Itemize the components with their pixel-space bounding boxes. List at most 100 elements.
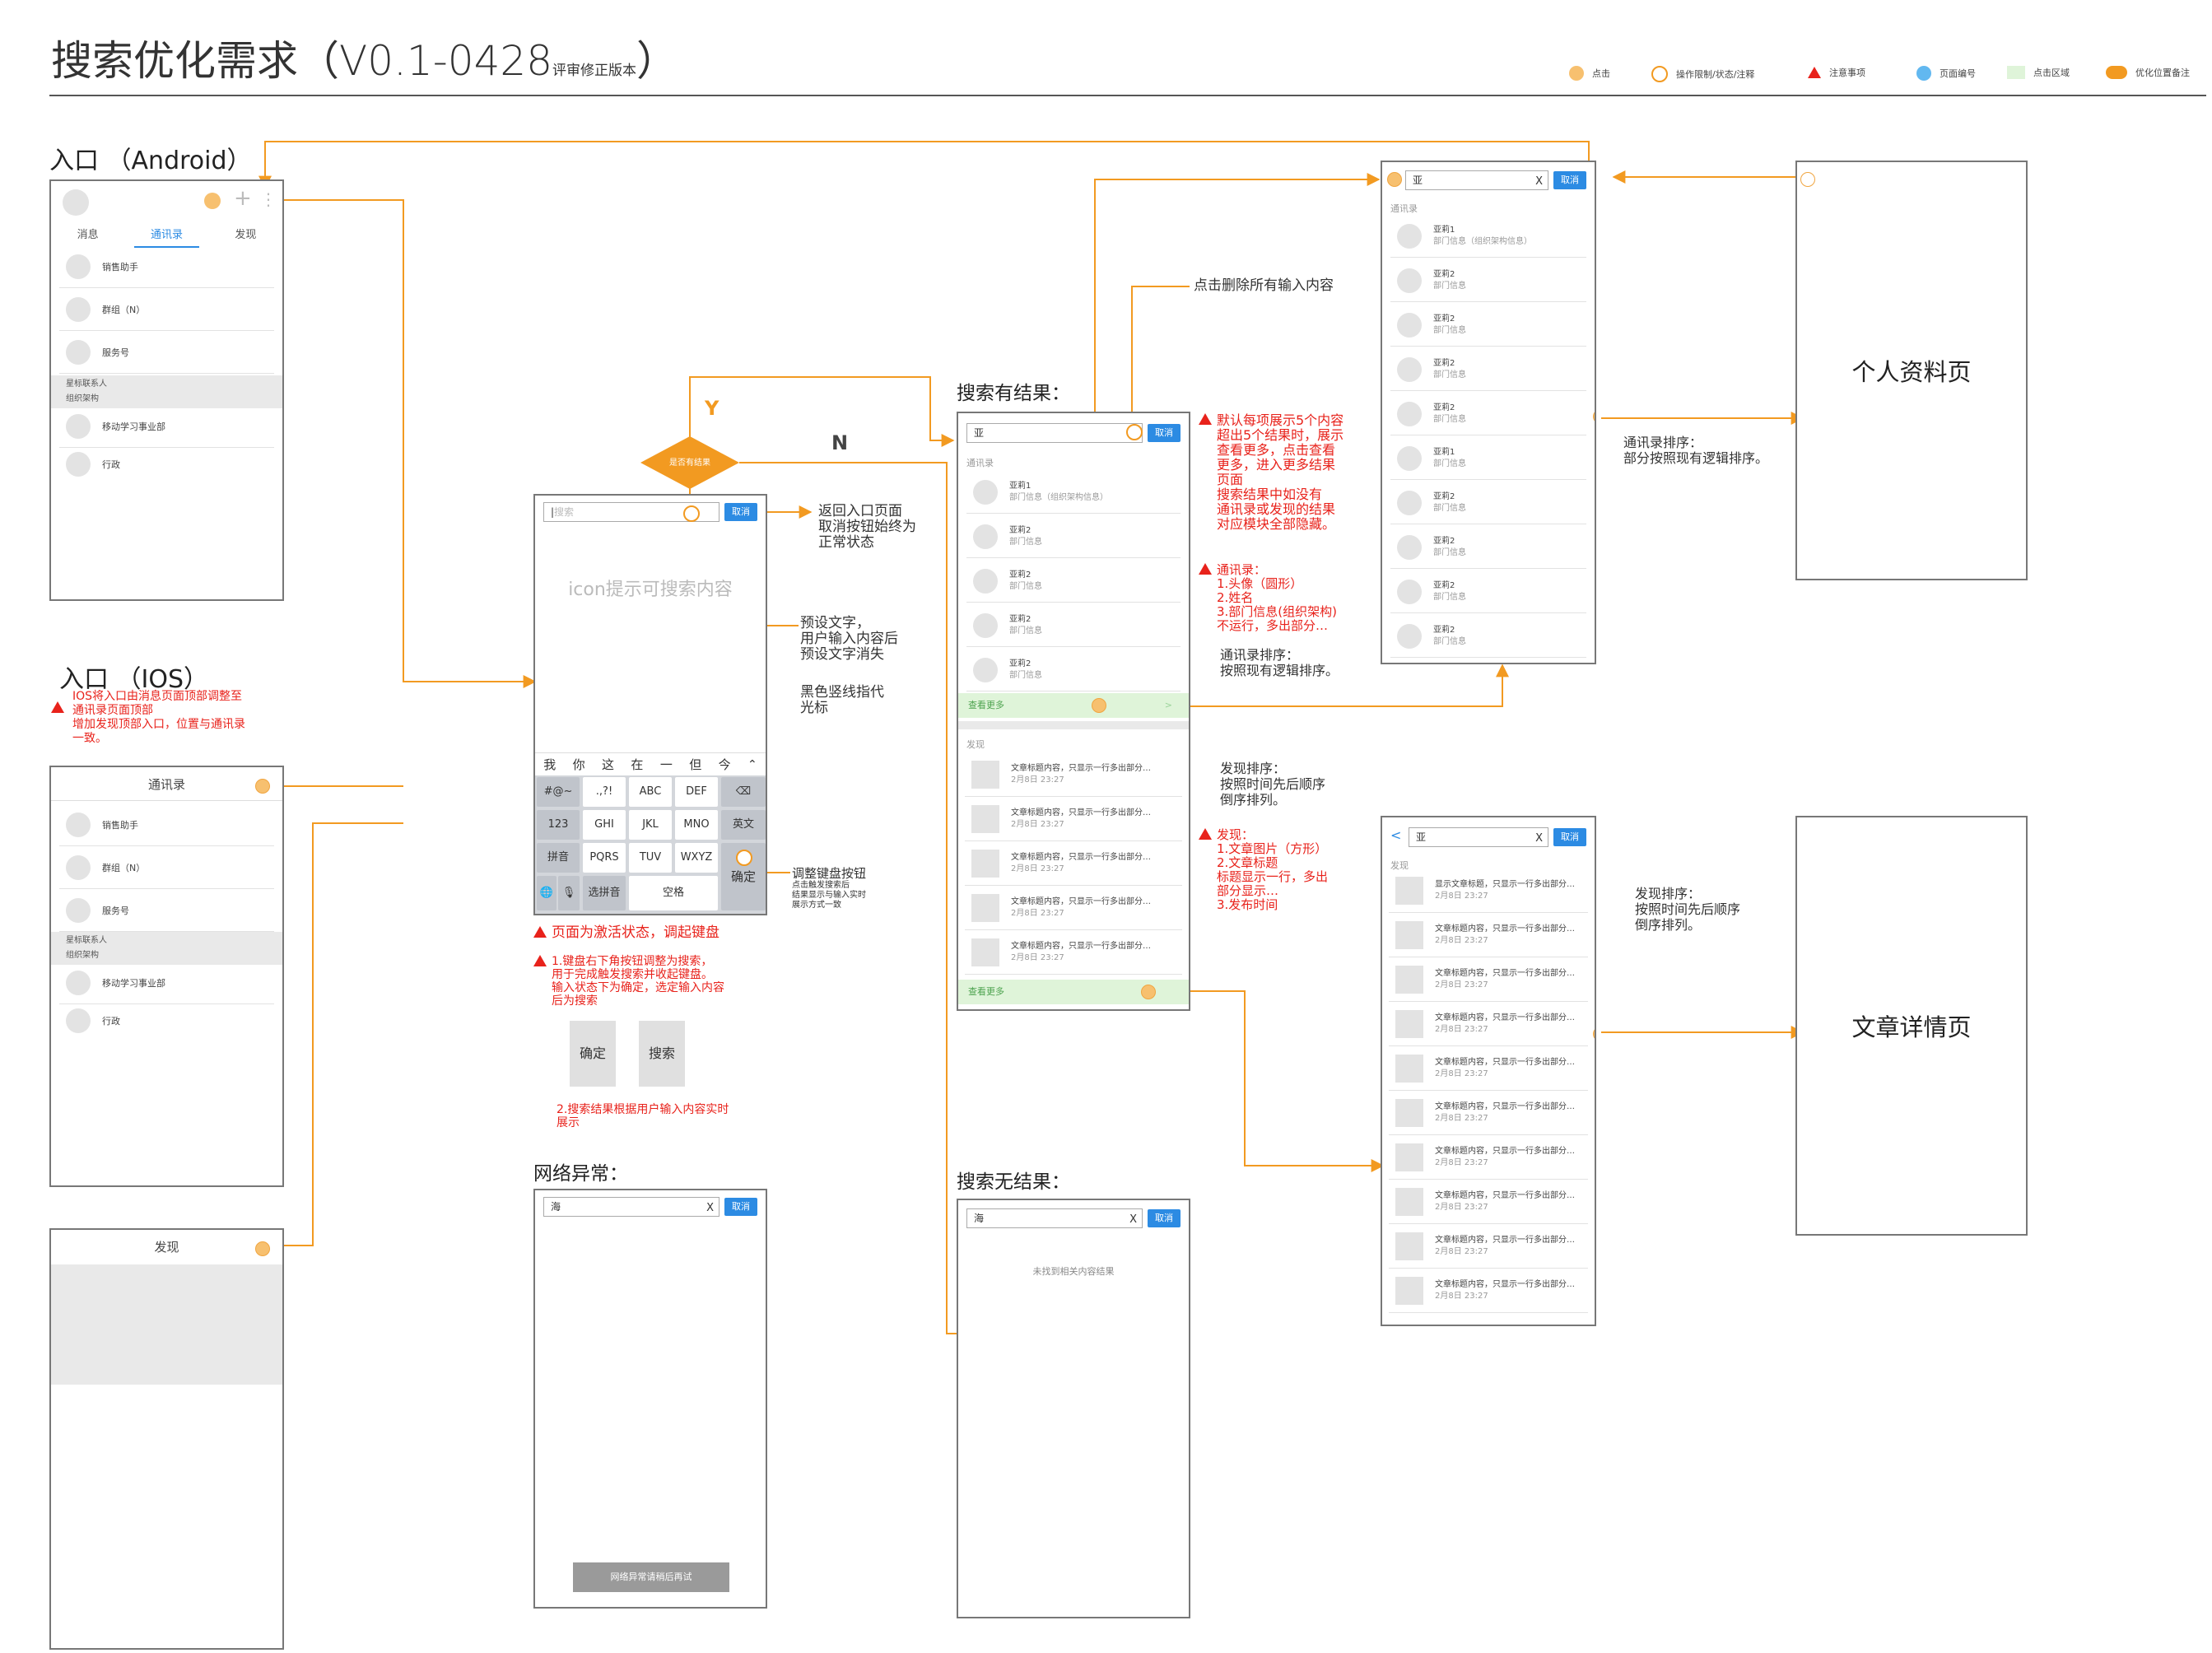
key[interactable]: .,?! xyxy=(583,777,626,807)
key-english[interactable]: 英文 xyxy=(721,810,766,840)
cancel-button[interactable]: 取消 xyxy=(1148,424,1181,442)
key[interactable]: PQRS xyxy=(583,843,626,873)
key-space[interactable]: 空格 xyxy=(629,876,718,910)
list-item[interactable]: 销售助手 xyxy=(59,245,274,288)
article-row[interactable]: 文章标题内容，只显示一行多出部分…2月8日 23:27 xyxy=(1389,1002,1588,1046)
android-avatar[interactable] xyxy=(63,189,89,216)
key[interactable]: TUV xyxy=(629,843,672,873)
search-icon[interactable] xyxy=(255,779,270,794)
cancel-button[interactable]: 取消 xyxy=(724,1198,757,1216)
suggest-item[interactable]: 你 xyxy=(572,757,585,772)
suggest-item[interactable]: 今 xyxy=(718,757,731,772)
list-item[interactable]: 行政 xyxy=(59,999,274,1042)
key[interactable]: 拼音 xyxy=(537,843,580,873)
tab-messages[interactable]: 消息 xyxy=(77,229,99,241)
article-row[interactable]: 文章标题内容，只显示一行多出部分…2月8日 23:27 xyxy=(965,752,1182,797)
tab-discover[interactable]: 发现 xyxy=(235,229,257,241)
search-input[interactable]: |搜索 xyxy=(543,502,719,522)
article-row[interactable]: 文章标题内容，只显示一行多出部分…2月8日 23:27 xyxy=(965,797,1182,841)
search-icon[interactable] xyxy=(204,193,221,209)
suggest-item[interactable]: 但 xyxy=(689,757,702,772)
list-item[interactable]: 移动学习事业部 xyxy=(59,962,274,1004)
tab-contacts[interactable]: 通讯录 xyxy=(133,221,199,248)
article-row[interactable]: 文章标题内容，只显示一行多出部分…2月8日 23:27 xyxy=(1389,1135,1588,1180)
back-icon[interactable] xyxy=(1387,172,1402,187)
cancel-button[interactable]: 取消 xyxy=(1148,1209,1181,1227)
key[interactable]: 123 xyxy=(537,810,580,840)
list-item[interactable]: 行政 xyxy=(59,443,274,486)
plus-icon[interactable]: + xyxy=(234,186,252,211)
key[interactable]: DEF xyxy=(675,777,718,807)
key[interactable]: MNO xyxy=(675,810,718,840)
article-row[interactable]: 文章标题内容，只显示一行多出部分…2月8日 23:27 xyxy=(1389,957,1588,1002)
clear-icon[interactable]: X xyxy=(1535,175,1543,188)
article-row[interactable]: 文章标题内容，只显示一行多出部分…2月8日 23:27 xyxy=(1389,1224,1588,1269)
clear-icon[interactable]: X xyxy=(1129,1213,1137,1226)
cancel-button[interactable]: 取消 xyxy=(1553,171,1586,189)
results-heading: 搜索有结果： xyxy=(957,383,1070,404)
key[interactable]: #@~ xyxy=(537,777,580,807)
mic-icon[interactable]: 🎙 xyxy=(558,876,580,910)
key-pinyin[interactable]: 选拼音 xyxy=(583,876,626,910)
article-row[interactable]: 文章标题内容，只显示一行多出部分…2月8日 23:27 xyxy=(1389,1269,1588,1313)
clear-icon[interactable]: X xyxy=(706,1202,714,1214)
article-row[interactable]: 文章标题内容，只显示一行多出部分…2月8日 23:27 xyxy=(1389,1180,1588,1224)
chevron-up-icon[interactable]: ⌃ xyxy=(747,757,757,771)
contact-name: 亚莉2 xyxy=(1433,269,1455,279)
list-item[interactable]: 销售助手 xyxy=(59,803,274,846)
search-icon[interactable] xyxy=(255,1241,270,1256)
article-row[interactable]: 文章标题内容，只显示一行多出部分…2月8日 23:27 xyxy=(1389,1091,1588,1135)
article-row[interactable]: 文章标题内容，只显示一行多出部分…2月8日 23:27 xyxy=(965,930,1182,975)
clear-icon[interactable]: X xyxy=(1535,832,1543,845)
back-icon[interactable]: < xyxy=(1390,827,1402,843)
warning-icon xyxy=(533,926,547,938)
more-icon[interactable]: ⋮ xyxy=(260,189,277,209)
article-row[interactable]: 文章标题内容，只显示一行多出部分…2月8日 23:27 xyxy=(965,841,1182,886)
article-row[interactable]: 文章标题内容，只显示一行多出部分…2月8日 23:27 xyxy=(965,886,1182,930)
suggest-item[interactable]: 在 xyxy=(631,757,644,772)
list-item[interactable]: 群组（N） xyxy=(59,288,274,331)
key[interactable]: ABC xyxy=(629,777,672,807)
key[interactable]: WXYZ xyxy=(675,843,718,873)
cancel-button[interactable]: 取消 xyxy=(724,503,757,521)
article-row[interactable]: 显示文章标题，只显示一行多出部分…2月8日 23:27 xyxy=(1389,868,1588,913)
article-row[interactable]: 文章标题内容，只显示一行多出部分…2月8日 23:27 xyxy=(1389,913,1588,957)
cancel-button[interactable]: 取消 xyxy=(1553,828,1586,846)
list-item[interactable]: 服务号 xyxy=(59,331,274,374)
article-row[interactable]: 文章标题内容，只显示一行多出部分…2月8日 23:27 xyxy=(1389,1046,1588,1091)
key[interactable]: JKL xyxy=(629,810,672,840)
network-error-button[interactable]: 网络异常请稍后再试 xyxy=(573,1562,729,1592)
contacts-more[interactable]: 查看更多> xyxy=(958,693,1189,718)
suggest-item[interactable]: 这 xyxy=(602,757,615,772)
globe-icon[interactable]: 🌐 xyxy=(537,876,556,910)
list-item[interactable]: 群组（N） xyxy=(59,846,274,889)
key[interactable]: GHI xyxy=(583,810,626,840)
suggest-item[interactable]: 我 xyxy=(543,757,556,772)
search-input[interactable]: 亚X xyxy=(966,423,1143,443)
suggest-item[interactable]: 一 xyxy=(659,757,673,772)
list-item[interactable]: 移动学习事业部 xyxy=(59,405,274,448)
back-icon[interactable] xyxy=(1800,172,1815,187)
backspace-icon[interactable]: ⌫ xyxy=(721,777,766,807)
list-item[interactable]: 服务号 xyxy=(59,889,274,932)
